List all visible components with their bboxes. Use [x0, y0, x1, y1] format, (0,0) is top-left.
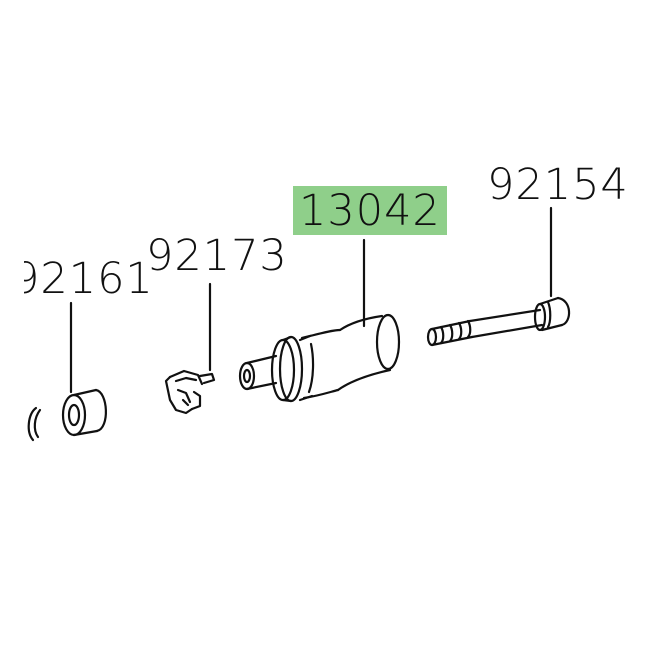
part-92173-clip [164, 369, 216, 415]
label-clip-92161: 92161 [24, 250, 154, 310]
part-number-13042-highlighted[interactable]: 13042 [293, 186, 447, 235]
part-number-92161[interactable]: 92161 [24, 254, 154, 304]
part-number-92173[interactable]: 92173 [146, 231, 288, 281]
part-number-92154[interactable]: 92154 [487, 160, 629, 210]
part-92154-bolt [426, 296, 571, 347]
part-92161-bushing [61, 388, 107, 437]
part-13042-holder [238, 313, 401, 403]
washer-left-part [27, 406, 42, 442]
